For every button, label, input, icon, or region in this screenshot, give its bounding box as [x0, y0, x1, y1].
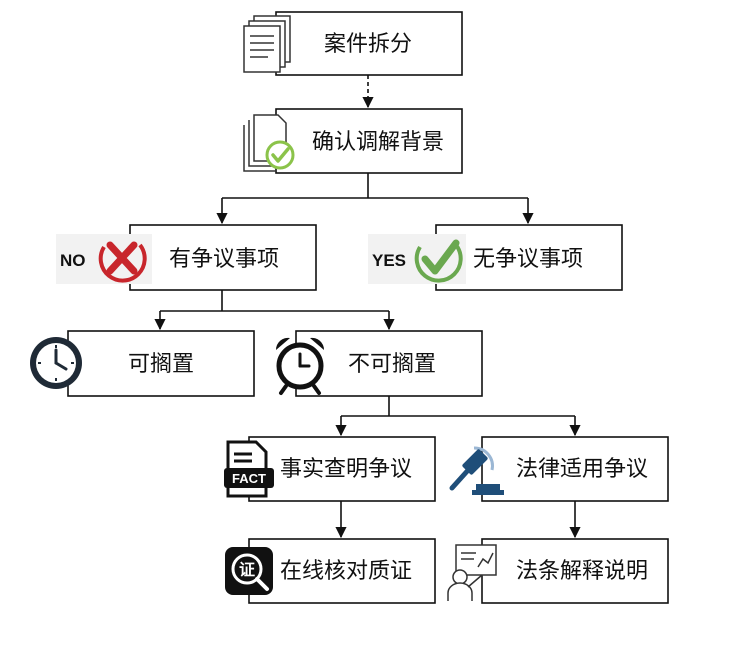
edge-cannot-shelve-branch — [341, 396, 575, 417]
fact-badge-label: FACT — [232, 471, 266, 486]
node-has-dispute: NO 有争议事项 — [56, 224, 317, 291]
edge-has-dispute-branch — [160, 290, 389, 312]
node-no-dispute: YES 无争议事项 — [368, 224, 623, 291]
edges — [154, 75, 581, 539]
node-label: 有争议事项 — [169, 247, 279, 272]
node-cannot-shelve: 不可搁置 — [275, 330, 483, 397]
node-label: 法律适用争议 — [516, 457, 648, 482]
documents-icon — [243, 15, 291, 73]
node-law-explain: 法条解释说明 — [447, 538, 669, 604]
yes-badge-label: YES — [372, 251, 406, 270]
fact-document-icon: FACT — [224, 440, 274, 498]
presenter-board-icon — [447, 544, 497, 601]
certificate-search-icon: 证 — [225, 547, 273, 595]
alarm-clock-icon — [275, 337, 325, 395]
node-can-shelve: 可搁置 — [30, 330, 255, 397]
node-label: 无争议事项 — [473, 247, 583, 272]
red-cross-icon — [98, 241, 147, 283]
node-label: 案件拆分 — [324, 32, 412, 57]
node-law-dispute: 法律适用争议 — [449, 436, 669, 502]
node-confirm-background: 确认调解背景 — [243, 108, 463, 174]
no-badge-label: NO — [60, 251, 86, 270]
node-label: 法条解释说明 — [516, 559, 648, 584]
node-label: 在线核对质证 — [280, 559, 412, 584]
document-check-icon — [243, 114, 295, 172]
edge-confirm-branch — [222, 173, 528, 199]
gavel-icon — [449, 446, 504, 495]
node-online-verify: 证 在线核对质证 — [225, 538, 436, 604]
node-case-split: 案件拆分 — [243, 11, 463, 76]
node-label: 不可搁置 — [348, 352, 436, 377]
cert-badge-label: 证 — [239, 560, 255, 579]
node-label: 确认调解背景 — [312, 130, 444, 155]
green-check-icon — [414, 239, 463, 283]
node-label: 事实查明争议 — [280, 457, 412, 482]
clock-icon — [30, 337, 82, 389]
node-label: 可搁置 — [128, 352, 194, 377]
node-fact-dispute: FACT 事实查明争议 — [224, 436, 436, 502]
